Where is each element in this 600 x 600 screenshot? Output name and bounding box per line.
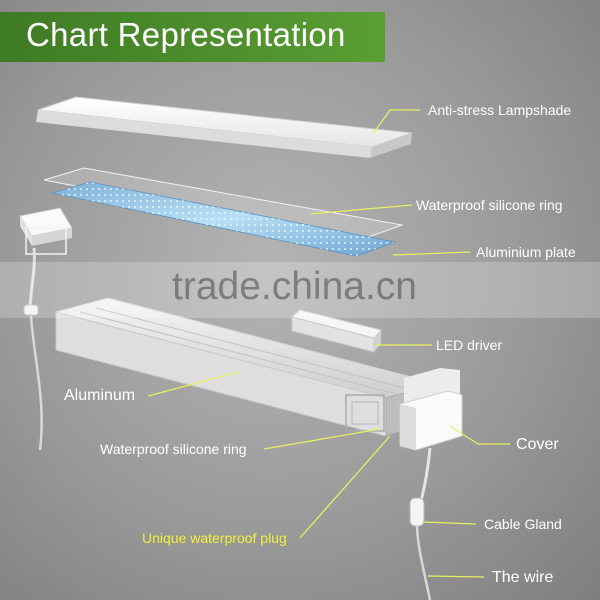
aluminium-plate-part xyxy=(51,181,397,257)
led-driver-part xyxy=(290,309,382,353)
label-aluminum: Aluminum xyxy=(64,387,136,404)
leader-wire xyxy=(427,575,485,578)
leader-cover xyxy=(449,425,510,445)
end-cap-left-part xyxy=(19,207,73,255)
label-lampshade: Anti-stress Lampshade xyxy=(428,102,572,118)
label-cover: Cover xyxy=(516,436,559,453)
label-led-driver: LED driver xyxy=(436,337,503,353)
watermark-text: trade.china.cn xyxy=(172,265,417,308)
leader-silicone-ring-top xyxy=(309,204,413,215)
watermark-band xyxy=(0,262,600,318)
label-waterproof-plug: Unique waterproof plug xyxy=(142,530,287,546)
leader-waterproof-plug xyxy=(299,435,391,539)
aluminum-profile-part xyxy=(54,297,440,437)
lampshade-part xyxy=(36,96,413,158)
leader-aluminium-plate xyxy=(392,251,471,256)
title-banner: Chart Representation xyxy=(0,12,385,62)
leader-lampshade xyxy=(372,109,420,135)
silicone-ring-top-part xyxy=(43,167,404,241)
label-cable-gland: Cable Gland xyxy=(484,516,562,532)
leader-aluminum xyxy=(147,371,239,397)
cover-part xyxy=(399,368,463,451)
left-cable xyxy=(23,247,43,451)
leader-silicone-ring-bottom xyxy=(263,428,381,450)
right-cable xyxy=(409,447,432,600)
label-silicone-ring-top: Waterproof silicone ring xyxy=(416,197,563,213)
label-silicone-ring-bottom: Waterproof silicone ring xyxy=(100,441,247,457)
label-aluminium-plate: Aluminium plate xyxy=(476,244,576,260)
page-title: Chart Representation xyxy=(26,16,346,53)
leader-lines xyxy=(147,109,510,578)
leader-cable-gland xyxy=(423,521,477,525)
label-wire: The wire xyxy=(492,569,554,586)
